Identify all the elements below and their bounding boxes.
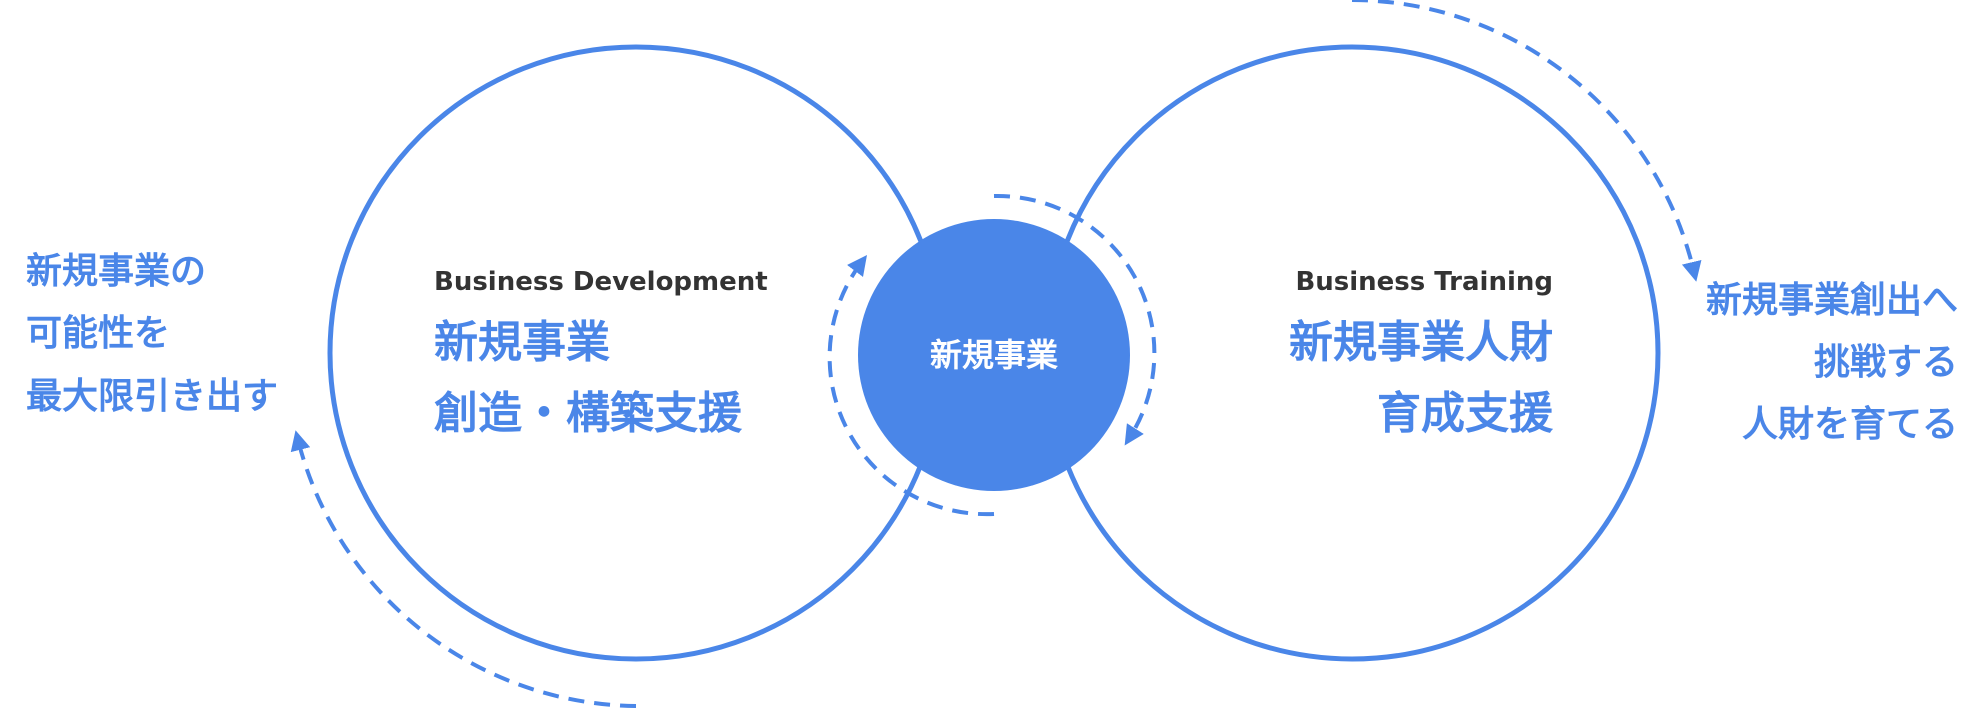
center-cycle-arrow-left bbox=[827, 254, 995, 517]
left-circle bbox=[327, 44, 945, 662]
outer-arrow-right bbox=[1351, 0, 1702, 282]
right-note-line3: 人財を育てる bbox=[1742, 404, 1958, 445]
right-note-line2: 挑戦する bbox=[1814, 342, 1958, 383]
left-circle-subtitle: Business Development bbox=[434, 267, 768, 297]
left-note-line1: 新規事業の bbox=[26, 251, 206, 292]
right-circle-title-line1: 新規事業人財 bbox=[1289, 317, 1553, 368]
center-cycle-arrow-right bbox=[993, 193, 1157, 446]
right-circle-title-line2: 育成支援 bbox=[1377, 388, 1554, 439]
center-label: 新規事業 bbox=[930, 336, 1058, 374]
left-circle-title-line2: 創造・構築支援 bbox=[434, 388, 743, 439]
right-circle-subtitle: Business Training bbox=[1295, 267, 1553, 297]
left-note-line3: 最大限引き出す bbox=[26, 376, 278, 417]
left-circle-title-line1: 新規事業 bbox=[434, 317, 610, 368]
outer-arrow-left bbox=[290, 430, 637, 708]
center-circle bbox=[858, 219, 1130, 491]
left-note-line2: 可能性を bbox=[26, 313, 170, 354]
right-note-line1: 新規事業創出へ bbox=[1706, 280, 1958, 321]
